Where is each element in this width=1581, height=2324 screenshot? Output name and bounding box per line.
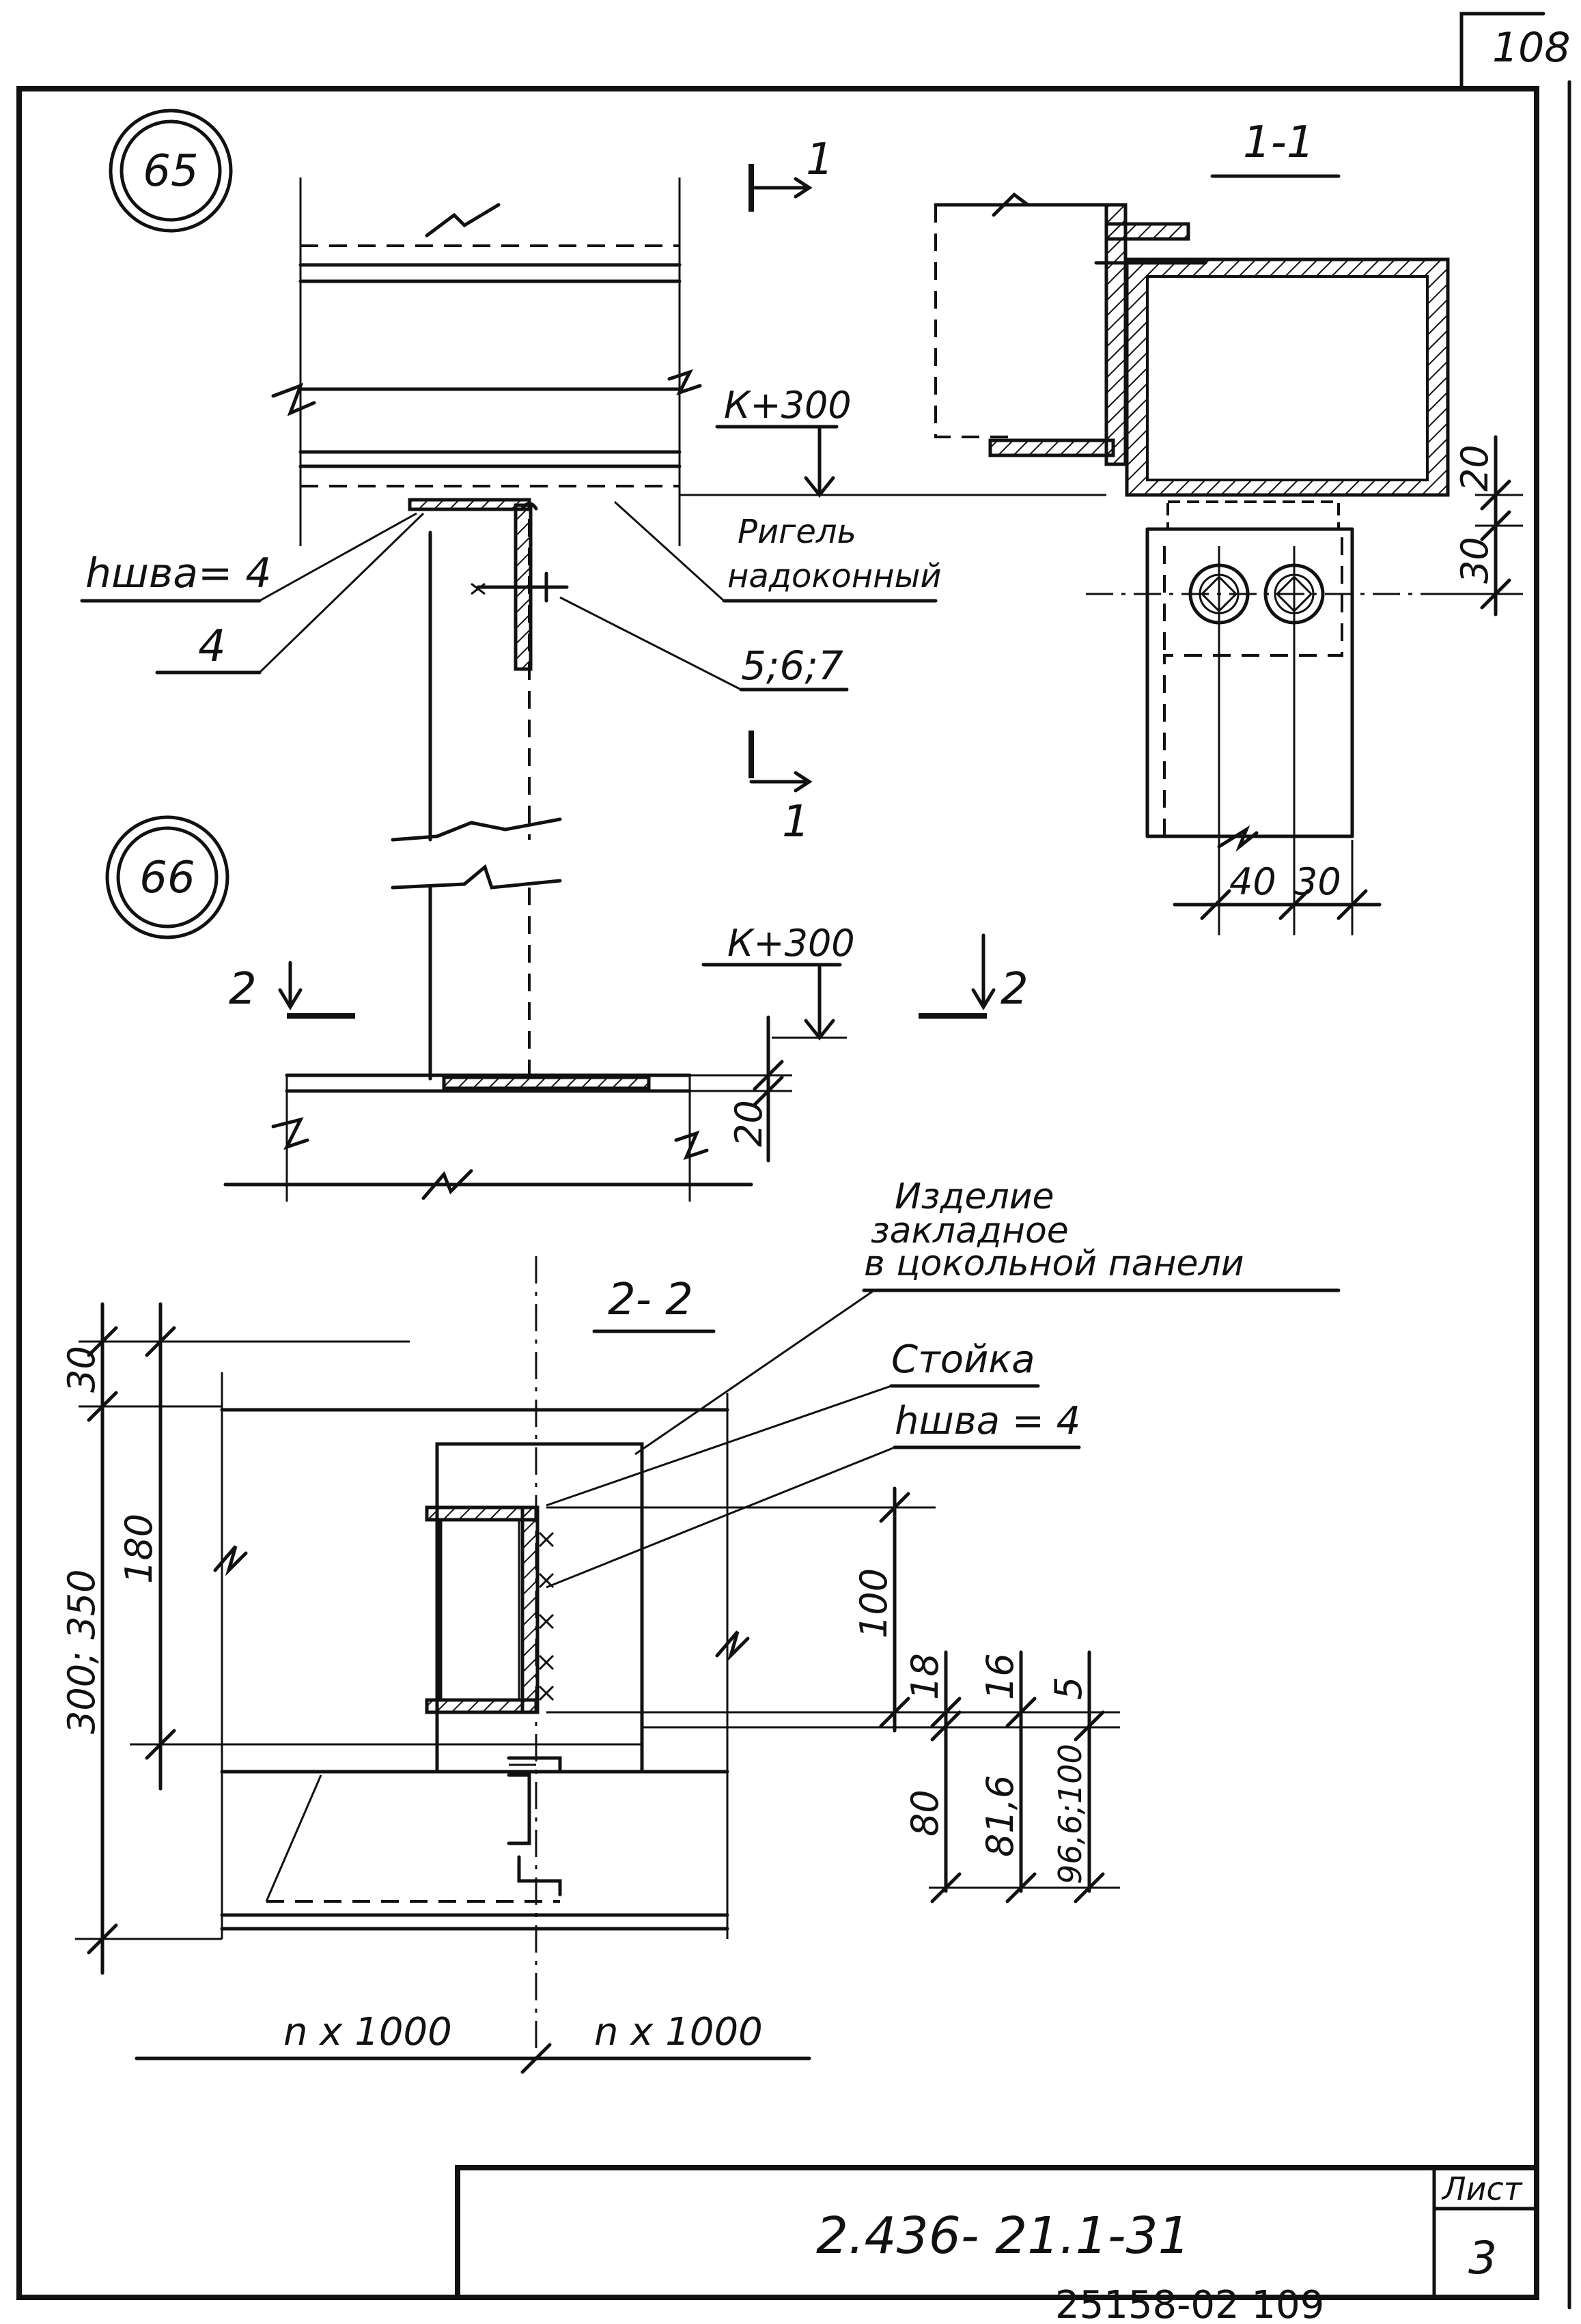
section-1-1: 1-1 [934, 117, 1523, 935]
dim-180: 180 [117, 1514, 160, 1584]
node-66-dim-20: 20 [727, 1100, 770, 1147]
post-65 [391, 498, 569, 890]
dim-30-left: 30 [60, 1346, 103, 1393]
page-number-bottom: 25158-02 109 [1055, 2283, 1324, 2321]
page-number-top: 108 [1492, 24, 1571, 72]
node-65-label: 65 [143, 146, 198, 197]
note-embed-line1: Изделие [895, 1176, 1054, 1217]
section-2-2: 2- 2 Изделие закладное в цокольной панел… [60, 1176, 1341, 2074]
section-1-1-dim-20: 20 [1453, 444, 1496, 492]
sheet-number: 3 [1468, 2232, 1497, 2284]
part-4-leader [155, 512, 425, 675]
parts-list-label: 5;6;7 [741, 642, 843, 689]
section-2-2-title: 2- 2 [608, 1275, 693, 1325]
elevation-65-label: К+300 [724, 384, 852, 427]
section-mark-2-left: 2 [229, 964, 257, 1015]
elevation-65 [680, 425, 1106, 498]
node-65-circle [109, 109, 233, 233]
weld-note-leader [80, 512, 417, 603]
node-66-circle [105, 815, 229, 939]
section-mark-1-top-label: 1 [806, 134, 834, 185]
dim-81-6: 81,6 [979, 1775, 1022, 1857]
dim-18: 18 [904, 1653, 947, 1700]
section-mark-2-right: 2 [1001, 964, 1029, 1015]
node-66-label: 66 [139, 853, 195, 903]
section-mark-1-top [748, 164, 813, 212]
beam-note-leader [613, 500, 938, 603]
dim-96-100: 96,6;100 [1052, 1744, 1089, 1884]
node-66: 66 2 2 К+300 20 [105, 815, 1029, 1202]
dim-100: 100 [852, 1568, 895, 1639]
section-mark-1-bottom [748, 731, 813, 793]
lintel-beam [271, 178, 702, 546]
weld-note-65: hшва= 4 [85, 550, 272, 597]
sheet-label: Лист [1441, 2170, 1523, 2207]
doc-code: 2.436- 21.1-31 [816, 2207, 1190, 2265]
section-mark-1-bottom-label: 1 [782, 797, 810, 847]
section-1-1-dim-30: 30 [1453, 537, 1496, 584]
dim-5: 5 [1047, 1677, 1090, 1700]
elevation-66-label: К+300 [727, 922, 855, 965]
dim-n-x-1000-right: n x 1000 [594, 2010, 763, 2054]
dim-300-350: 300; 350 [60, 1570, 103, 1735]
part-4-label: 4 [198, 621, 226, 672]
section-1-1-title: 1-1 [1243, 117, 1315, 168]
beam-note-line2: надоконный [727, 557, 942, 595]
dim-n-x-1000-left: n x 1000 [283, 2010, 452, 2054]
weld-marks-22 [538, 1531, 555, 1701]
note-post: Стойка [891, 1337, 1035, 1382]
section-1-1-dim-30b: 30 [1294, 860, 1341, 903]
parts-leader [559, 596, 849, 692]
title-block [455, 2165, 1539, 2300]
section-1-1-dim-40: 40 [1229, 860, 1276, 903]
node-65: 65 [80, 109, 1106, 890]
dim-16: 16 [979, 1653, 1022, 1700]
beam-note-line1: Ригель [738, 513, 856, 551]
note-weld-22: hшва = 4 [895, 1399, 1080, 1443]
dim-80: 80 [904, 1789, 947, 1837]
note-embed-line3: в цокольной панели [864, 1243, 1244, 1284]
note-embed-line2: закладное [871, 1210, 1069, 1251]
